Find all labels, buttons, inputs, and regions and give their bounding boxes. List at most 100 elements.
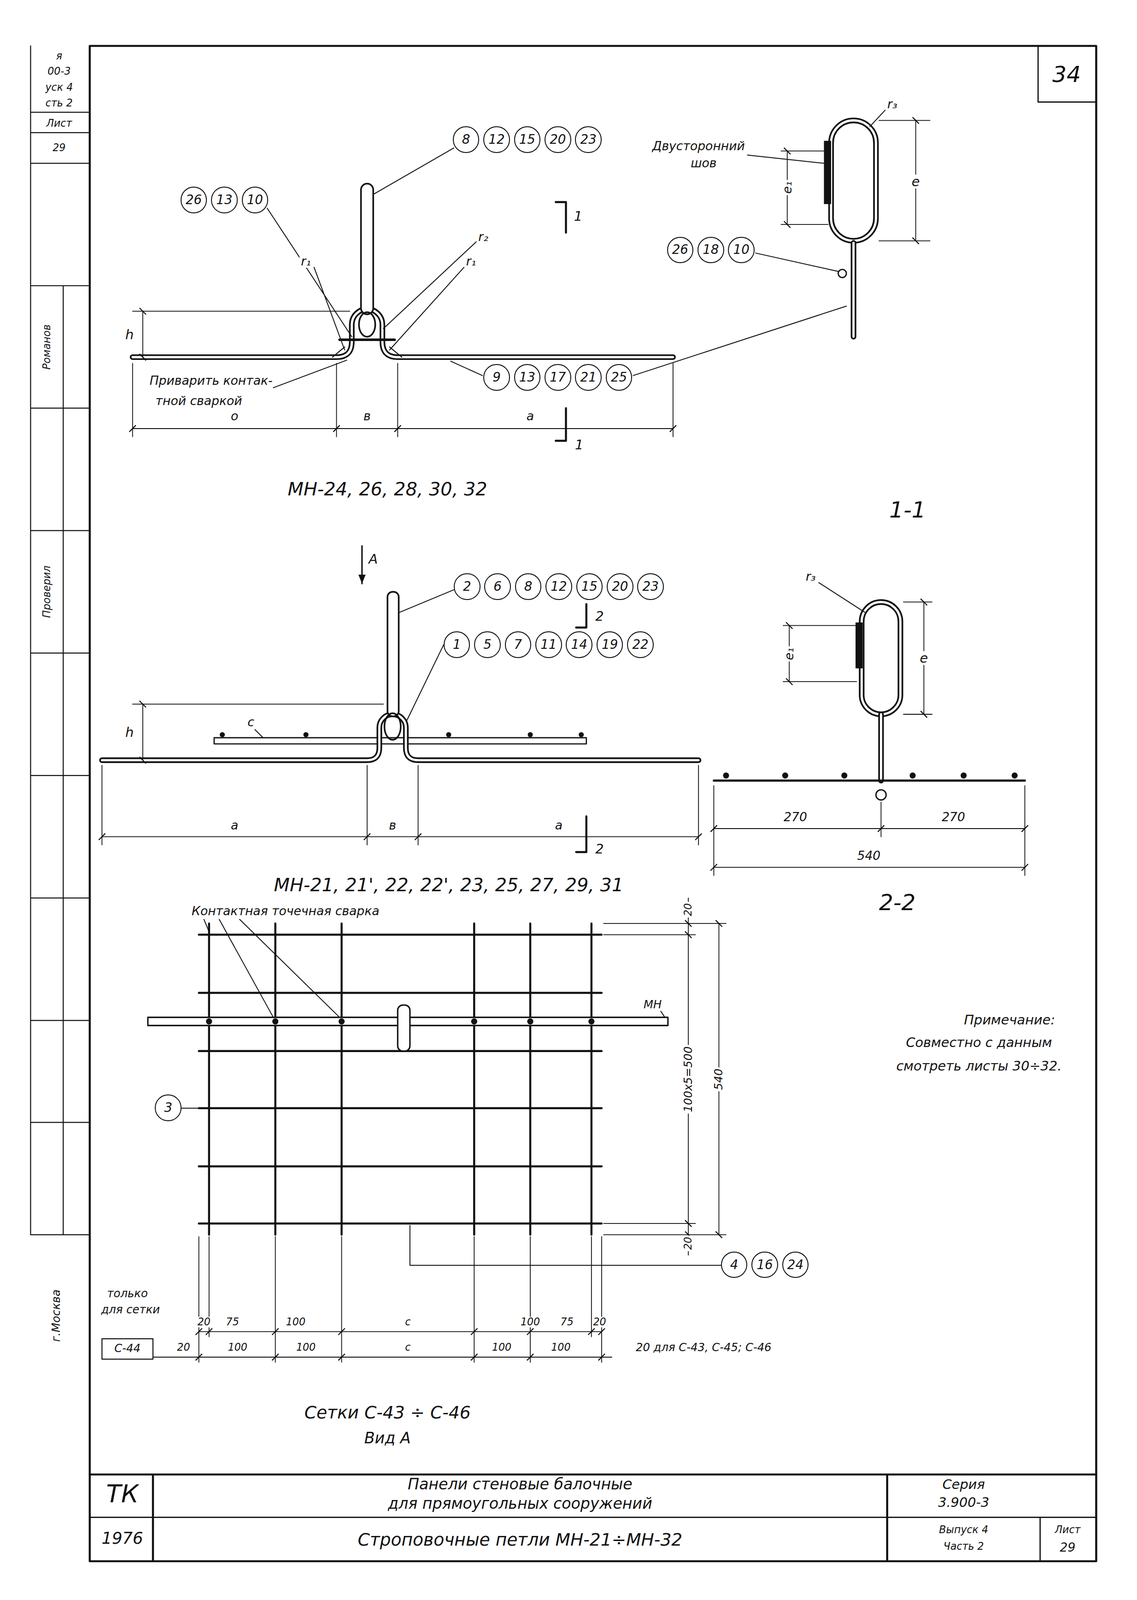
drawing-label: 75 <box>559 1316 575 1327</box>
drawing-label: 29 <box>51 142 67 153</box>
drawing-line <box>205 1018 212 1025</box>
drawing-line <box>841 772 848 779</box>
drawing-label: 2 <box>593 609 605 623</box>
callout-number: 20 <box>611 580 628 593</box>
drawing-line <box>101 1338 153 1359</box>
drawing-line <box>878 714 884 781</box>
drawing-line <box>142 703 144 761</box>
callout-circle: 15 <box>576 573 604 600</box>
drawing-line <box>960 772 967 779</box>
drawing-line <box>855 622 863 669</box>
drawing-label: а <box>553 818 564 832</box>
drawing-line <box>875 789 886 800</box>
callout-number: 22 <box>632 638 649 651</box>
drawing-line <box>132 363 674 437</box>
drawing-label: 100 <box>226 1341 249 1353</box>
callout-circle: 11 <box>535 631 563 658</box>
drawing-line <box>358 312 376 337</box>
callout-circle: 19 <box>596 631 624 658</box>
callout-number: 26 <box>672 243 689 257</box>
callout-circle: 5 <box>474 631 501 658</box>
callout-circle: 21 <box>574 363 602 391</box>
drawing-label: 100х5=500 <box>682 1044 695 1114</box>
callout-circle: 20 <box>606 573 634 600</box>
drawing-label: 34 <box>1050 62 1083 87</box>
callout-number: 1 <box>452 638 462 651</box>
drawing-label: r₃ <box>804 569 818 583</box>
drawing-line <box>397 1004 411 1051</box>
drawing-line <box>303 732 309 738</box>
callout-number: 18 <box>702 243 719 257</box>
drawing-line <box>861 601 901 715</box>
drawing-label: с <box>403 1341 412 1353</box>
drawing-line <box>339 338 395 342</box>
drawing-line <box>578 732 584 738</box>
drawing-label: Контактная точечная сварка <box>190 904 381 918</box>
callout-circle: 16 <box>751 1251 779 1278</box>
drawing-label: МН <box>642 998 663 1011</box>
drawing-line <box>101 836 699 838</box>
drawing-line <box>214 737 587 744</box>
callout-circle: 6 <box>484 573 511 600</box>
callout-number: 12 <box>550 580 567 593</box>
callout-circle: 3 <box>154 1094 182 1121</box>
drawing-line <box>713 779 1025 782</box>
callout-circle: 17 <box>544 363 572 391</box>
drawing-line <box>471 1018 478 1025</box>
drawing-label: Двусторонний <box>650 139 747 153</box>
drawing-label: h <box>123 327 135 342</box>
drawing-line <box>722 772 729 779</box>
drawing-label: 100 <box>294 1341 317 1353</box>
drawing-label: о <box>229 409 240 423</box>
drawing-label: шов <box>689 156 718 170</box>
callout-number: 2 <box>463 580 472 593</box>
drawing-line <box>219 732 225 738</box>
drawing-label: Серия <box>941 1476 987 1491</box>
callout-circle: 10 <box>241 186 269 214</box>
drawing-label: Выпуск 4 <box>937 1524 990 1536</box>
drawing-label: тной сваркой <box>154 394 244 408</box>
drawing-label: А <box>367 551 380 566</box>
drawing-label: 2 <box>593 841 605 856</box>
drawing-line <box>818 582 865 612</box>
drawing-line <box>783 601 932 715</box>
drawing-line <box>205 1018 595 1025</box>
drawing-line <box>852 242 855 337</box>
drawing-label: 75 <box>224 1316 241 1327</box>
drawing-label: Строповочные петли МН-21÷МН-32 <box>356 1530 684 1549</box>
callout-number: 23 <box>642 580 659 593</box>
callout-circle: 22 <box>627 631 654 658</box>
callout-number: 4 <box>730 1258 739 1272</box>
callout-number: 7 <box>514 638 523 651</box>
callout-number: 13 <box>216 193 233 207</box>
drawing-label: 2-2 <box>877 890 918 915</box>
callout-circle: 12 <box>545 573 573 600</box>
drawing-line <box>132 427 674 429</box>
callout-circle: 13 <box>514 363 541 391</box>
callout-number: 19 <box>601 638 618 651</box>
drawing-label: Проверил <box>41 563 53 619</box>
drawing-line <box>1011 772 1018 779</box>
drawing-line <box>132 703 384 705</box>
drawing-label: только <box>105 1287 149 1300</box>
callout-number: 14 <box>571 638 588 651</box>
callout-number: 5 <box>483 638 492 651</box>
drawing-line <box>132 310 350 312</box>
drawing-line <box>338 1018 345 1025</box>
callout-number: 16 <box>756 1258 773 1272</box>
drawing-line <box>89 46 1097 1561</box>
callout-number: 23 <box>580 133 597 147</box>
drawing-line <box>781 120 931 241</box>
callout-number: 13 <box>519 370 536 384</box>
callout-circle: 4 <box>720 1251 748 1278</box>
callout-circle: 18 <box>697 236 725 264</box>
drawing-line <box>713 866 1025 868</box>
drawing-line <box>603 923 727 1235</box>
drawing-line <box>445 732 452 738</box>
callout-circle: 15 <box>514 126 541 153</box>
drawing-label: r₂ <box>476 230 490 244</box>
callout-circle: 26 <box>180 186 208 214</box>
drawing-label: 1976 <box>100 1529 145 1547</box>
